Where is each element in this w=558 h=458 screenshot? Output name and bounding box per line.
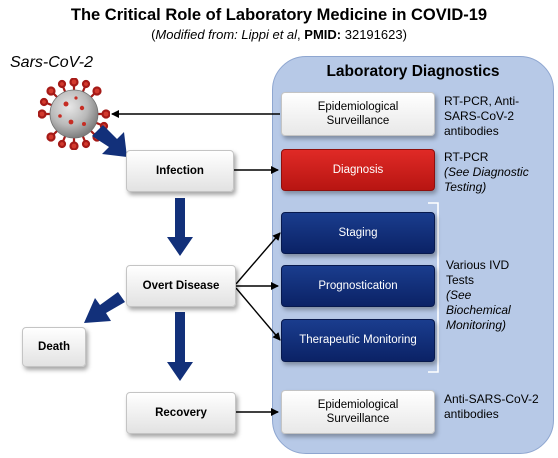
note-line: Monitoring) xyxy=(446,318,507,332)
note-line: Anti-SARS-CoV-2 xyxy=(444,392,539,406)
note-line: Biochemical xyxy=(446,303,511,317)
diagnosis-box: Diagnosis xyxy=(281,149,435,191)
note-line: RT-PCR, Anti- xyxy=(444,94,520,108)
arrow-infection-to-overt xyxy=(167,198,193,256)
infection-box: Infection xyxy=(126,150,234,192)
arrow-overt-to-therapeutic xyxy=(235,287,281,341)
therapeutic-monitoring-box: Therapeutic Monitoring xyxy=(281,319,435,362)
virus-label: Sars-CoV-2 xyxy=(10,54,93,71)
recovery-box: Recovery xyxy=(126,392,236,434)
arrow-virus-to-infection xyxy=(92,125,127,157)
death-box: Death xyxy=(22,327,86,367)
note-line: Various IVD xyxy=(446,258,510,272)
panel-title: Laboratory Diagnostics xyxy=(326,63,500,80)
subtitle-separator: , xyxy=(297,27,305,42)
note-epi-top: RT-PCR, Anti- SARS-CoV-2 antibodies xyxy=(444,94,554,139)
epi-surveillance-bottom-box: Epidemiological Surveillance xyxy=(281,390,435,434)
note-line: Testing) xyxy=(444,180,487,194)
note-line: antibodies xyxy=(444,124,499,138)
note-epi-bottom: Anti-SARS-CoV-2 antibodies xyxy=(444,392,554,422)
page-title: The Critical Role of Laboratory Medicine… xyxy=(70,6,488,24)
coronavirus-icon xyxy=(38,78,110,150)
ivd-bracket xyxy=(428,202,439,373)
arrow-overt-to-staging xyxy=(235,232,281,285)
note-line: Tests xyxy=(446,273,475,287)
page-subtitle: (Modified from: Lippi et al, PMID: 32191… xyxy=(0,27,558,42)
note-line: (See xyxy=(446,288,472,302)
epi-surveillance-top-box: Epidemiological Surveillance xyxy=(281,92,435,136)
note-line: SARS-CoV-2 xyxy=(444,109,515,123)
prognostication-box: Prognostication xyxy=(281,265,435,307)
overt-disease-box: Overt Disease xyxy=(126,265,236,307)
note-line: antibodies xyxy=(444,407,499,421)
staging-box: Staging xyxy=(281,212,435,254)
subtitle-open: ( xyxy=(151,27,156,42)
subtitle-pmid-label: PMID: xyxy=(304,27,342,42)
arrow-overt-to-death xyxy=(84,292,125,323)
note-diagnosis: RT-PCR (See Diagnostic Testing) xyxy=(444,150,554,195)
subtitle-pmid-value: 32191623) xyxy=(341,27,407,42)
note-ivd: Various IVD Tests (See Biochemical Monit… xyxy=(446,258,552,333)
arrow-overt-to-recovery xyxy=(167,312,193,381)
note-line: RT-PCR xyxy=(444,150,489,164)
note-line: (See Diagnostic xyxy=(444,165,529,179)
subtitle-source: Modified from: Lippi et al xyxy=(155,27,298,42)
